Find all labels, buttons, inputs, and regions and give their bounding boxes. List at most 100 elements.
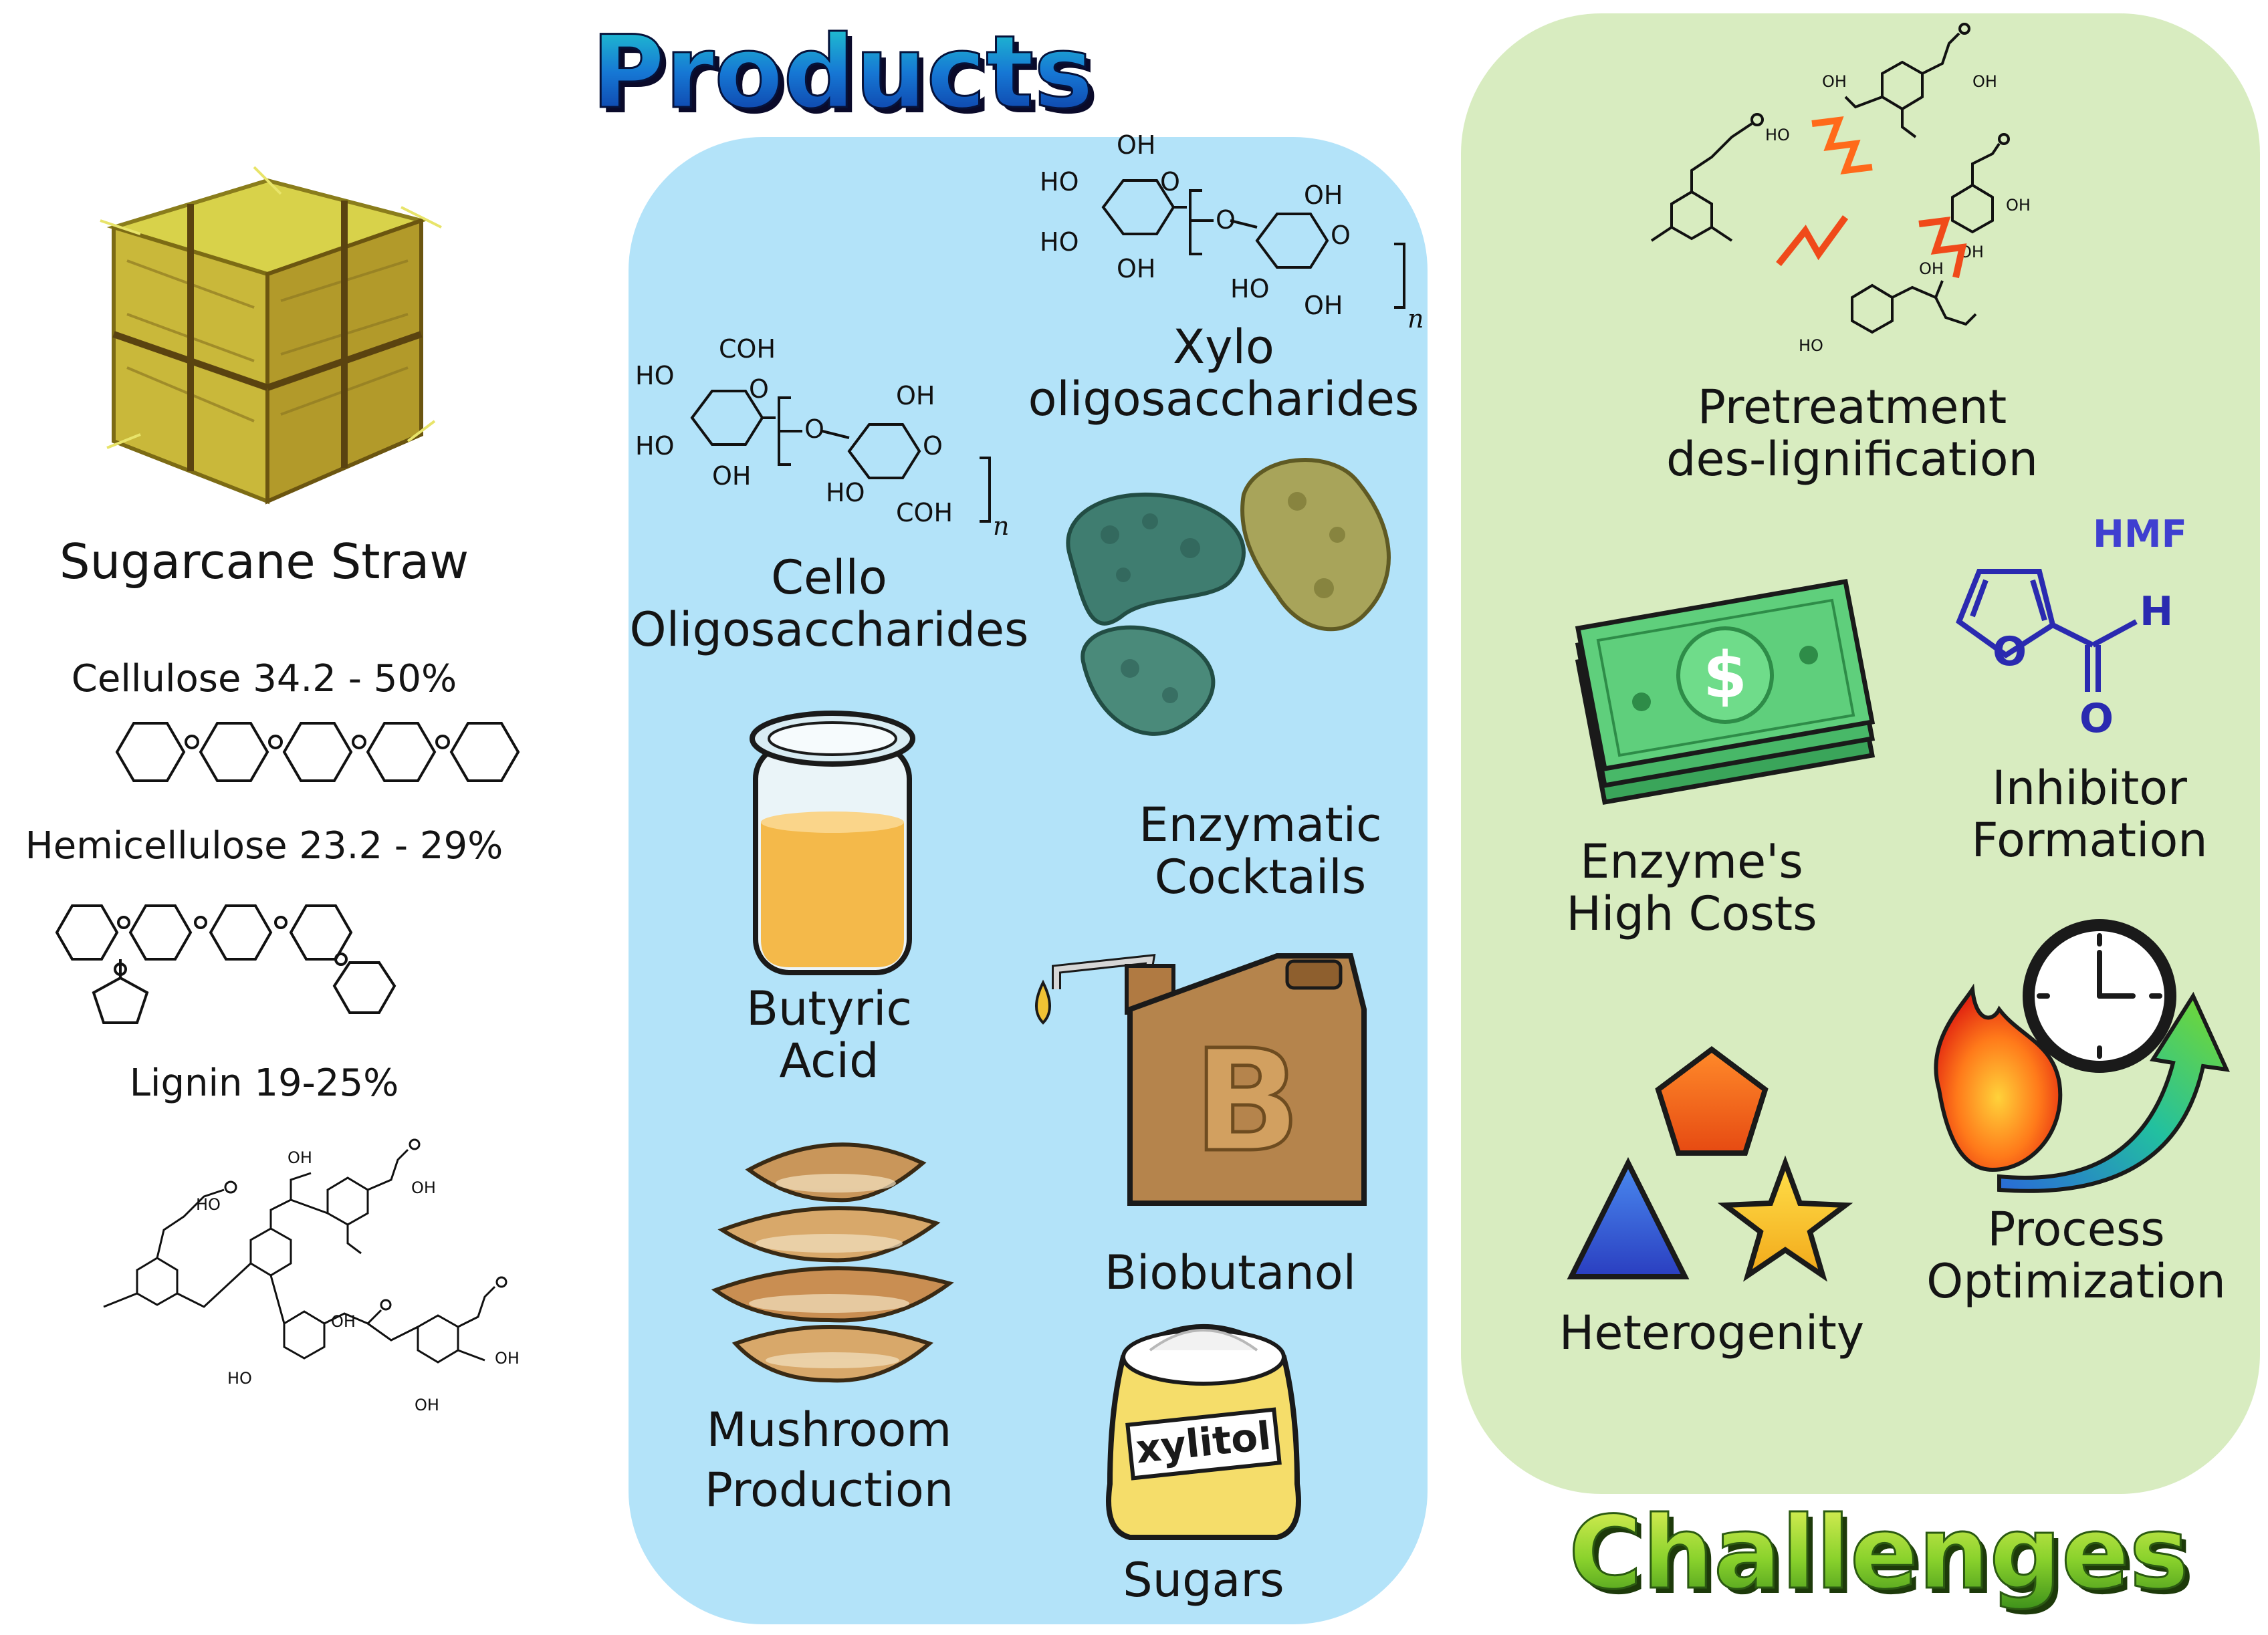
lignin-oh-5: OH [415,1396,439,1414]
pretreatment-lignin-fragments: OH OH HO OH OH OH HO [1650,23,2031,355]
lignin-ho-1: HO [196,1195,221,1214]
biobutanol-label: Biobutanol [1056,1247,1404,1299]
pre-ho-2: HO [1799,336,1823,355]
heterogenity-label: Heterogenity [1518,1305,1906,1360]
enzyme-costs-label-line2: High Costs [1566,886,1817,942]
cello-ho-2: HO [635,431,674,461]
pre-oh-5: OH [1919,259,1944,278]
enzymatic-label: Enzymatic Cocktails [1070,799,1451,904]
challenges-heading-text: Challenges [1569,1495,2189,1612]
butyric-label: Butyric Acid [695,983,963,1088]
sugars-label-line1: Sugars [1123,1553,1284,1608]
cellulose-label: Cellulose 34.2 - 50% [71,657,457,701]
xylo-o-link: O [1216,205,1236,235]
enzyme-costs-label-line1: Enzyme's [1580,834,1803,889]
biobutanol-label-line1: Biobutanol [1104,1245,1357,1300]
products-heading: Products Products [590,14,1099,137]
cello-oh-bottom: OH [712,461,751,491]
lignin-structure: OH OH HO OH OH HO OH [103,1138,520,1414]
biobutanol-can-letter: B [1194,1019,1300,1183]
xylo-oh-3: OH [1304,291,1343,320]
mushroom-label: Mushroom Production [669,1404,990,1517]
pre-oh-3: OH [2006,196,2031,215]
cello-o-link: O [804,414,824,444]
challenges-heading-shadow: Challenges [1574,1501,2194,1617]
butyric-acid-jar-illustration [750,711,915,975]
products-heading-shadow: Products [596,20,1099,136]
enzyme-costs-label: Enzyme's High Costs [1518,836,1865,940]
xylo-oh-bottom: OH [1117,254,1155,283]
xylo-oh-top: OH [1117,130,1155,160]
enzymatic-label-line1: Enzymatic [1139,797,1382,852]
cello-o-ring-1: O [749,374,769,404]
cello-oh-2: OH [896,381,935,410]
mushroom-label-line2: Production [704,1463,954,1518]
cello-coh-top: COH [719,334,776,364]
process-label: Process Optimization [1899,1203,2253,1308]
cello-label: Cello Oligosaccharides [615,551,1043,656]
hmf-tag: HMF [2093,513,2187,556]
cellulose-structure [115,722,520,782]
cello-o-ring-2: O [923,431,943,461]
lignin-oh-1: OH [288,1148,312,1167]
hmf-molecule-illustration: HMF O H O [1956,513,2187,742]
lignin-label: Lignin 19-25% [129,1061,399,1105]
process-label-line2: Optimization [1926,1254,2226,1309]
xylo-label: Xylo oligosaccharides [1016,321,1431,426]
pretreatment-label: Pretreatment des-lignification [1618,381,2086,486]
lignin-oh-2: OH [411,1178,436,1197]
biobutanol-can-illustration: B [1035,953,1367,1206]
sugars-label: Sugars [1056,1553,1351,1608]
inhibitor-label: Inhibitor Formation [1926,762,2253,867]
hmf-carbonyl-o: O [2079,695,2114,742]
cello-label-line2: Oligosaccharides [629,602,1029,658]
hemicellulose-structure [55,904,396,1024]
hay-bale-illustration [100,166,442,505]
xylo-label-line2: oligosaccharides [1028,372,1420,427]
heterogenity-shapes-illustration [1567,1046,1853,1282]
pretreatment-label-line2: des-lignification [1666,432,2038,487]
pretreatment-label-line1: Pretreatment [1697,380,2007,434]
sugarcane-straw-title: Sugarcane Straw [59,533,469,590]
products-heading-text: Products [591,15,1093,131]
pre-oh-1: OH [1822,72,1847,91]
cello-ho-3: HO [826,478,865,507]
cello-subscript-n: n [993,511,1009,541]
xylo-oh-2: OH [1304,180,1343,210]
xylo-o-ring-1: O [1160,167,1180,197]
butyric-label-line1: Butyric [746,981,912,1036]
pre-oh-2: OH [1972,72,1997,91]
inhibitor-label-line2: Formation [1971,813,2208,868]
process-optimization-illustration [1934,919,2230,1193]
xylo-ho-3: HO [1230,274,1269,303]
cello-label-line1: Cello [771,550,887,605]
hemicellulose-label: Hemicellulose 23.2 - 29% [25,824,503,868]
hmf-ring-o: O [1993,628,2027,675]
butyric-label-line2: Acid [779,1033,879,1089]
xylo-o-ring-2: O [1331,221,1351,250]
process-label-line1: Process [1987,1202,2165,1257]
xylo-label-line1: Xylo [1173,320,1274,374]
enzyme-protein-illustration [1066,457,1391,736]
hmf-atom-h: H [2140,588,2173,635]
xylo-ho-2: HO [1040,227,1079,257]
lignin-oh-4: OH [495,1349,520,1368]
cello-oligosaccharide-structure: COH HO HO OH O O OH O HO COH n [635,334,1009,541]
money-stack-illustration: $ [1575,578,1876,805]
cello-coh-bottom: COH [896,498,953,527]
enzymatic-label-line2: Cocktails [1154,850,1367,905]
xylo-ho-1: HO [1040,167,1079,197]
pre-ho-1: HO [1765,126,1790,144]
mushroom-illustration [711,1142,954,1383]
lignin-ho-2: HO [227,1369,252,1388]
inhibitor-label-line1: Inhibitor [1992,761,2187,815]
xylo-oligosaccharide-structure: OH HO HO OH O O OH O HO OH n [1040,130,1424,334]
heterogenity-label-line1: Heterogenity [1559,1305,1865,1360]
cello-ho-1: HO [635,361,674,390]
xylo-subscript-n: n [1407,304,1424,334]
sugar-bag-illustration: xylitol [1106,1324,1301,1540]
lignin-oh-3: OH [331,1312,356,1331]
mushroom-label-line1: Mushroom [706,1402,952,1457]
money-dollar-sign: $ [1703,639,1747,713]
challenges-heading: Challenges Challenges [1568,1495,2194,1618]
